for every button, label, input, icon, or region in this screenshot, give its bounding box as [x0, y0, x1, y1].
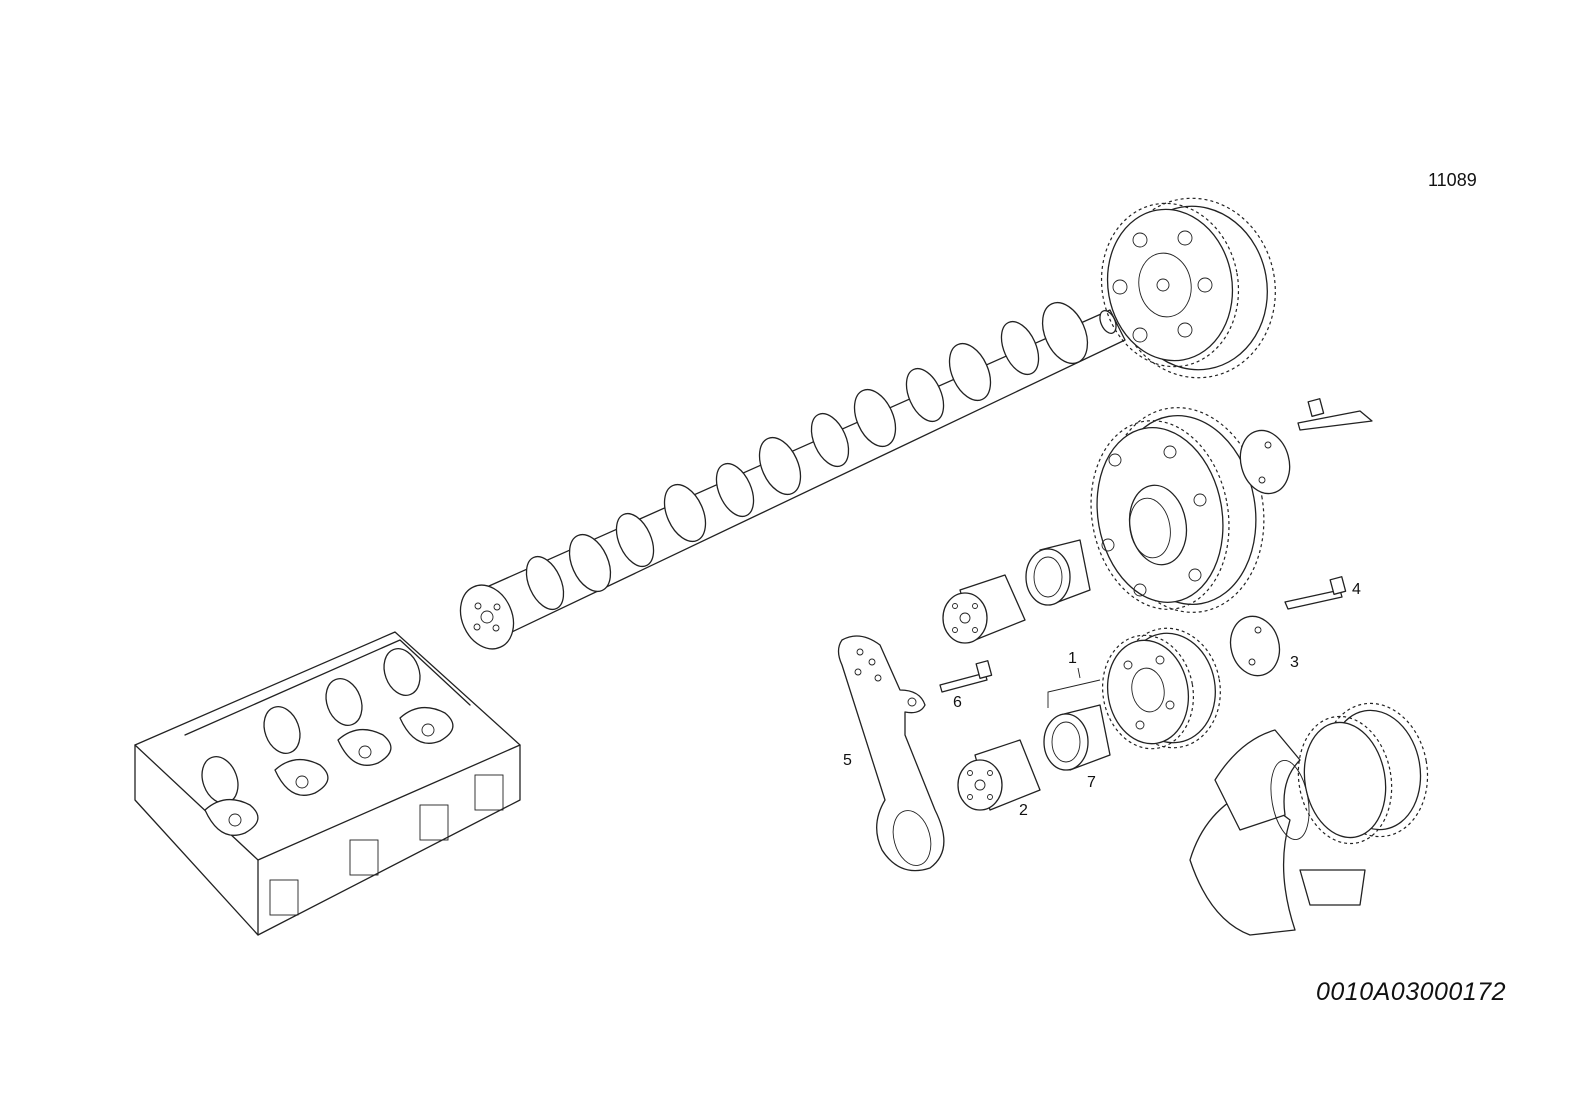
idler-gear-small	[1101, 627, 1221, 750]
drawing-number: 11089	[1428, 170, 1477, 190]
callout-2: 2	[1019, 802, 1028, 819]
figure-code: 0010A03000172	[1316, 978, 1507, 1006]
callout-7: 7	[1087, 774, 1096, 791]
idler-gear-large	[1090, 407, 1265, 613]
cylinder-head	[134, 631, 521, 936]
callout-6: 6	[953, 694, 962, 711]
hub-lower	[957, 739, 1041, 811]
leader-lines	[1047, 667, 1101, 708]
crankshaft-gear	[1189, 702, 1429, 936]
thrust-washer-upper	[1239, 429, 1291, 495]
bushing-lower	[1043, 704, 1111, 771]
bolt-4	[1284, 576, 1347, 610]
bushing-upper	[1025, 539, 1091, 606]
bolt-upper	[1297, 398, 1373, 431]
camshaft-gear	[1100, 197, 1276, 379]
callout-3: 3	[1290, 654, 1299, 671]
callout-5: 5	[843, 752, 852, 769]
bracket	[837, 635, 945, 872]
camshaft	[459, 302, 1126, 650]
callout-1: 1	[1068, 650, 1077, 667]
thrust-washer-lower	[1229, 615, 1281, 677]
callout-4: 4	[1352, 581, 1361, 598]
hub-upper	[942, 574, 1026, 644]
bolt-6	[939, 660, 993, 693]
